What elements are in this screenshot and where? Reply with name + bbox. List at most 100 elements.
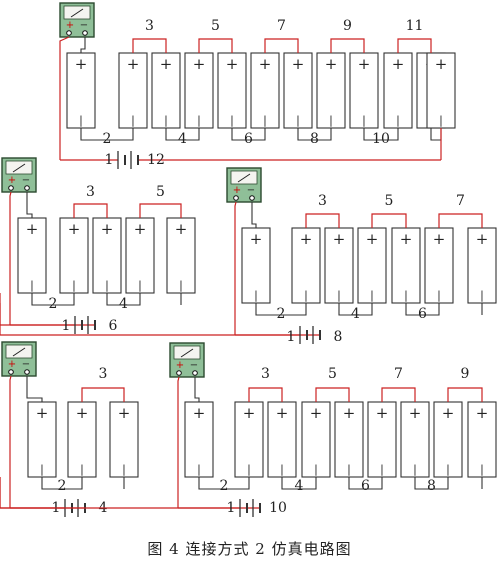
top-connector-wire (81, 387, 125, 402)
battery-cell-body (424, 227, 454, 304)
bottom-junction-label: 2 (58, 478, 67, 494)
meter-lead-wire (251, 202, 257, 228)
battery-cell-minus: | (179, 279, 183, 293)
battery-cell-body (324, 227, 354, 304)
voltmeter-minus-label: − (190, 360, 198, 371)
battery-cell-body (241, 227, 271, 304)
meter-lead-wire (234, 201, 237, 335)
bottom-connector-wire (414, 477, 449, 490)
battery-cell-minus: | (72, 279, 76, 293)
battery-cell-body (467, 401, 497, 478)
battery-cell-plus: + (76, 404, 89, 422)
battery-cell-plus: + (160, 55, 173, 73)
bottom-connector-wire (405, 303, 440, 316)
bottom-connector-wire (363, 128, 399, 141)
battery-cell-body (316, 52, 346, 129)
voltmeter-needle (237, 173, 251, 183)
battery-cell-plus: + (118, 404, 131, 422)
battery-cell: +| (301, 401, 331, 478)
bottom-connector-wire (80, 128, 134, 141)
battery-cell: +| (349, 52, 379, 129)
top-junction-label: 3 (145, 18, 154, 34)
battery-cell: +| (125, 217, 155, 294)
voltmeter-plus-label: + (8, 175, 16, 186)
battery-cell-plus: + (193, 404, 206, 422)
meter-lead-wire (80, 37, 86, 53)
battery-cell: +| (467, 227, 497, 304)
battery-cell-body (250, 52, 280, 129)
battery-cell-body (184, 401, 214, 478)
voltmeter-minus-label: − (22, 175, 30, 186)
top-connector-wire (198, 38, 233, 53)
voltmeter-plus-label: + (8, 359, 16, 370)
voltmeter: +− (1, 341, 37, 377)
top-connector-wire (397, 38, 432, 53)
bottom-connector-wire (348, 477, 383, 490)
battery-cell-plus: + (358, 55, 371, 73)
bottom-junction-label: 2 (277, 306, 286, 322)
bottom-junction-label: 6 (361, 478, 370, 494)
top-connector-wire (73, 203, 108, 218)
voltmeter-terminal-minus (192, 370, 198, 376)
voltmeter-minus-label: − (247, 185, 255, 196)
bottom-junction-label: 6 (244, 131, 253, 147)
battery-cell-body (109, 401, 139, 478)
voltmeter-plus-label: + (176, 360, 184, 371)
battery-cell: +| (59, 217, 89, 294)
battery-cell-minus: | (230, 114, 234, 128)
top-connector-wire (248, 387, 283, 402)
source-right-label: 6 (109, 318, 118, 334)
voltmeter-terminal-minus (24, 185, 30, 191)
battery-cell: +| (118, 52, 148, 129)
bottom-junction-label: 8 (427, 478, 436, 494)
bottom-junction-label: 2 (103, 131, 112, 147)
bottom-connector-wire (297, 128, 332, 141)
battery-cell-plus: + (435, 55, 448, 73)
battery-cell-body (367, 401, 397, 478)
battery-cell: +| (184, 401, 214, 478)
bottom-connector-wire (165, 128, 200, 141)
top-junction-label: 7 (277, 18, 286, 34)
battery-cell: +| (27, 401, 57, 478)
bottom-connector-wire (255, 303, 307, 316)
battery-cell-minus: | (105, 279, 109, 293)
battery-cell-plus: + (243, 404, 256, 422)
battery-cell-minus: | (347, 463, 351, 477)
voltmeter-terminal-plus (8, 369, 14, 375)
battery-cell-body (426, 52, 456, 129)
bottom-junction-label: 8 (310, 131, 319, 147)
battery-cell-plus: + (259, 55, 272, 73)
battery-cell-plus: + (366, 230, 379, 248)
battery-cell-body (301, 401, 331, 478)
meter-lead-wire (26, 376, 43, 402)
voltmeter-terminal-minus (82, 30, 88, 36)
battery-cell-body (291, 227, 321, 304)
battery-cell-plus: + (276, 404, 289, 422)
battery-cell: +| (151, 52, 181, 129)
battery-cell-plus: + (392, 55, 405, 73)
battery-cell-body (166, 217, 196, 294)
voltmeter-plus-label: + (233, 185, 241, 196)
battery-cell-plus: + (400, 230, 413, 248)
top-junction-label: 5 (211, 18, 220, 34)
battery-cell-body (118, 52, 148, 129)
source-symbol (239, 499, 261, 517)
battery-cell-plus: + (26, 220, 39, 238)
battery-cell: +| (367, 401, 397, 478)
meter-lead-wire (9, 191, 12, 325)
battery-cell-minus: | (122, 463, 126, 477)
battery-cell-minus: | (439, 114, 443, 128)
battery-cell-minus: | (254, 289, 258, 303)
bottom-connector-wire (41, 477, 83, 490)
top-connector-wire (139, 203, 182, 218)
source-right-label: 8 (334, 329, 343, 345)
voltmeter: +− (226, 167, 262, 203)
meter-lead-wire (59, 36, 70, 160)
battery-cell-body (92, 217, 122, 294)
battery-cell: +| (66, 52, 96, 129)
battery-cell: +| (17, 217, 47, 294)
top-connector-wire (315, 387, 350, 402)
voltmeter: +− (1, 157, 37, 193)
bottom-junction-label: 2 (220, 478, 229, 494)
top-junction-label: 5 (328, 366, 337, 382)
